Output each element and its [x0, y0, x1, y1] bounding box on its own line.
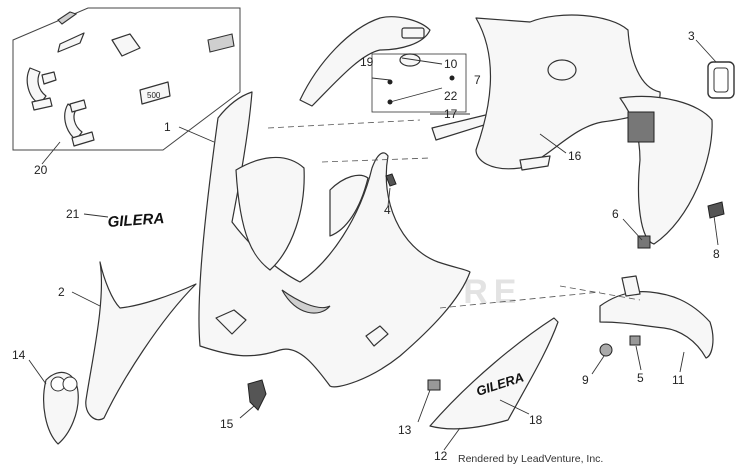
callout-17: 17 [444, 107, 458, 121]
part-9 [599, 343, 613, 357]
callout-20: 20 [34, 163, 48, 177]
part-16 [475, 14, 661, 170]
callout-5: 5 [637, 371, 644, 385]
part-2 [85, 261, 197, 421]
callout-labels: 1 2 3 4 5 6 7 8 9 10 11 12 13 14 15 16 1… [12, 29, 720, 463]
callout-7: 7 [474, 73, 481, 87]
credit-text: Rendered by LeadVenture, Inc. [458, 453, 603, 465]
callout-22: 22 [444, 89, 458, 103]
callout-6: 6 [612, 207, 619, 221]
callout-15: 15 [220, 417, 234, 431]
part-12 [429, 317, 559, 430]
callout-4: 4 [384, 203, 391, 217]
part-5 [629, 335, 641, 346]
part-14 [43, 371, 79, 445]
callout-21: 21 [66, 207, 80, 221]
callout-8: 8 [713, 247, 720, 261]
leader-lines [28, 39, 719, 451]
part-4 [385, 173, 397, 187]
decal-21: GILERA [107, 210, 165, 231]
callout-10: 10 [444, 57, 458, 71]
callout-2: 2 [58, 285, 65, 299]
part-3 [707, 61, 735, 99]
connector [627, 111, 655, 143]
badge-500: 500 [147, 91, 161, 100]
callout-3: 3 [688, 29, 695, 43]
part-13 [427, 379, 441, 391]
part-15 [247, 379, 267, 411]
decal-kit: 500 [12, 7, 241, 151]
callout-13: 13 [398, 423, 412, 437]
callout-18: 18 [529, 413, 543, 427]
part-8 [707, 201, 725, 219]
callout-1: 1 [164, 120, 171, 134]
part-1-front-fairing [198, 91, 471, 388]
part-7 [299, 16, 431, 107]
callout-16: 16 [568, 149, 582, 163]
callout-9: 9 [582, 373, 589, 387]
part-11 [599, 291, 714, 359]
callout-11: 11 [672, 373, 685, 387]
callout-12: 12 [434, 449, 448, 463]
callout-14: 14 [12, 348, 26, 362]
callout-19: 19 [360, 55, 374, 69]
